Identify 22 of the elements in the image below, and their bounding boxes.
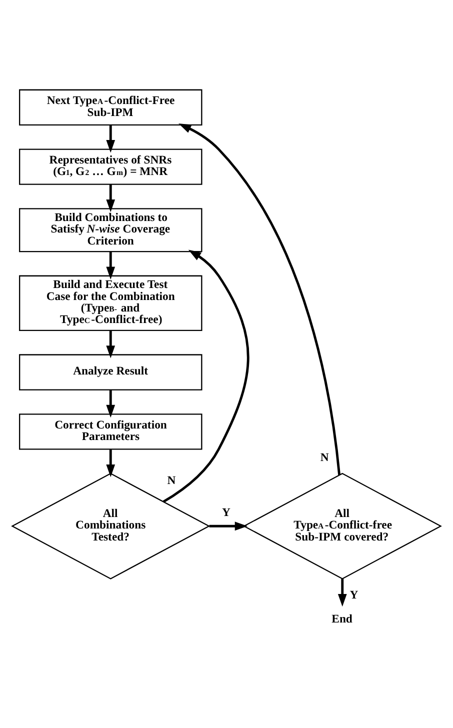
node-box: Build Combinations to Satisfy N-wise Coverage Criterion <box>19 208 202 252</box>
node-box: Correct Configuration Parameters <box>19 414 202 450</box>
edge-label: N <box>167 474 176 488</box>
arrow <box>338 578 347 607</box>
edge-label: N <box>320 450 329 464</box>
arrow <box>106 330 116 358</box>
edge-label: Y <box>222 506 230 519</box>
arrow <box>106 450 116 478</box>
node-diamond: All TypeA-Conflict-free Sub-IPM covered? <box>242 472 442 580</box>
arrow <box>106 252 116 280</box>
arrow <box>106 390 116 418</box>
node-box: Build and Execute Test Case for the Combination (TypeB- and TypeC-Conflict-free) <box>19 275 202 331</box>
node-box: Representatives of SNRs (G1, G2 … Gm) = MNR <box>19 148 202 185</box>
arrow <box>106 125 116 153</box>
node-text: End <box>332 612 352 626</box>
arrow <box>178 123 341 476</box>
arrow <box>209 522 248 531</box>
arrow <box>106 184 116 212</box>
arrow <box>162 250 250 503</box>
node-box: Next TypeA-Conflict-Free Sub-IPM <box>19 89 202 126</box>
node-box: Analyze Result <box>19 354 202 390</box>
edge-label: Y <box>350 588 358 602</box>
